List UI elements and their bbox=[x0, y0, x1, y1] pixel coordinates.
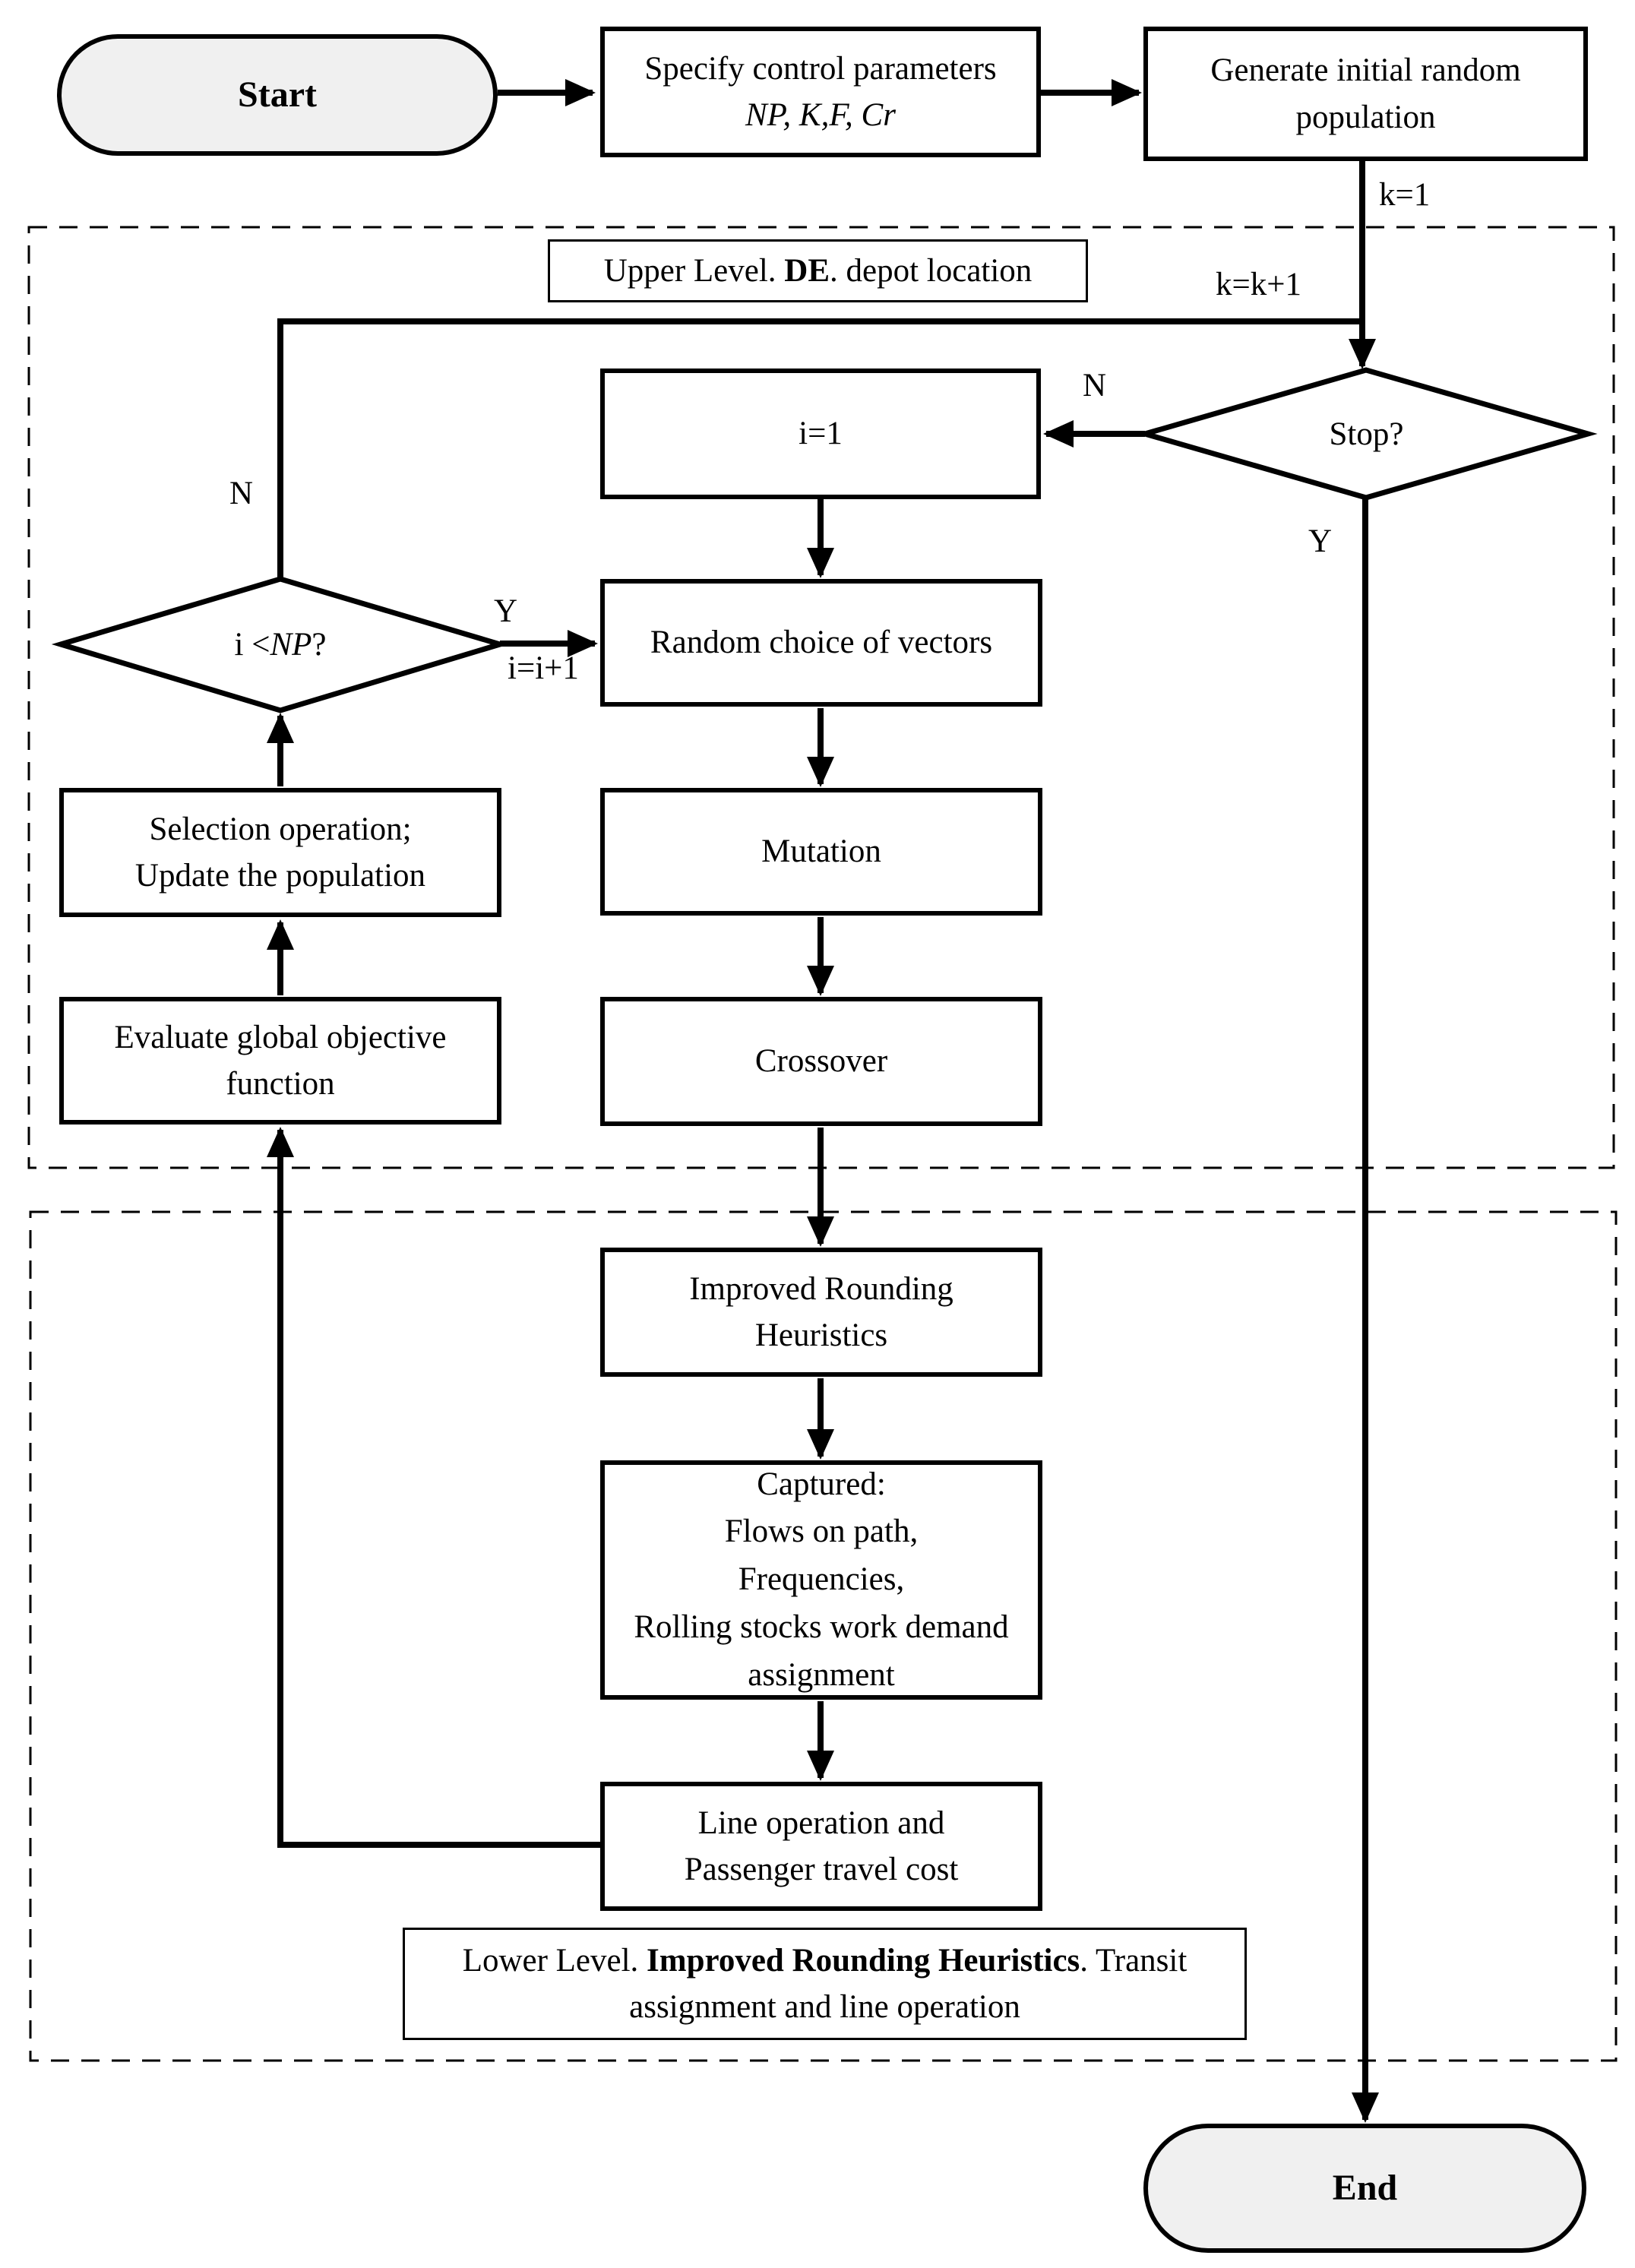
np-no-label: N bbox=[229, 476, 254, 511]
selection-node: Selection operation; Update the populati… bbox=[59, 788, 501, 917]
captured-node: Captured: Flows on path, Frequencies, Ro… bbox=[600, 1460, 1042, 1700]
i-np-post: ? bbox=[312, 627, 327, 663]
captured-label: Captured: Flows on path, Frequencies, Ro… bbox=[634, 1466, 1009, 1693]
lower-level-caption: Lower Level. Improved Rounding Heuristic… bbox=[403, 1928, 1247, 2040]
i-np-decision-label: i < NP ? bbox=[61, 579, 500, 710]
upper-level-caption-text: Upper Level. DE. depot location bbox=[603, 252, 1033, 289]
arrow-lineop-to-evaluate bbox=[267, 1127, 602, 1848]
stop-yes-label: Y bbox=[1308, 524, 1333, 559]
start-label: Start bbox=[238, 74, 317, 115]
stop-decision-diamond bbox=[1135, 367, 1598, 501]
np-yes-label: Y bbox=[494, 593, 518, 629]
k-init-label: k=1 bbox=[1379, 177, 1431, 213]
start-node: Start bbox=[57, 34, 498, 156]
lower-level-caption-text: Lower Level. Improved Rounding Heuristic… bbox=[462, 1942, 1188, 2025]
line-operation-label: Line operation and Passenger travel cost bbox=[684, 1805, 959, 1887]
upper-level-caption: Upper Level. DE. depot location bbox=[548, 239, 1088, 302]
i-init-label: i=1 bbox=[799, 416, 843, 452]
stop-no-label: N bbox=[1083, 368, 1107, 403]
i-np-pre: i < bbox=[234, 627, 270, 663]
random-choice-label: Random choice of vectors bbox=[650, 625, 993, 661]
evaluate-objective-node: Evaluate global objective function bbox=[59, 997, 501, 1125]
end-node: End bbox=[1143, 2124, 1586, 2253]
evaluate-objective-label: Evaluate global objective function bbox=[114, 1019, 447, 1102]
i-increment-label: i=i+1 bbox=[508, 650, 579, 686]
specify-parameters-line2: NP, K,F, Cr bbox=[745, 97, 896, 133]
k-increment-label: k=k+1 bbox=[1216, 267, 1302, 302]
random-choice-node: Random choice of vectors bbox=[600, 579, 1042, 707]
line-operation-node: Line operation and Passenger travel cost bbox=[600, 1782, 1042, 1911]
generate-population-label: Generate initial random population bbox=[1210, 52, 1521, 135]
loop-inp-no-to-stop bbox=[277, 318, 1362, 580]
specify-parameters-line1: Specify control parameters bbox=[644, 50, 997, 87]
stop-decision-label: Stop? bbox=[1329, 416, 1404, 452]
specify-parameters-node: Specify control parameters NP, K,F, Cr bbox=[600, 27, 1041, 157]
end-label: End bbox=[1332, 2167, 1398, 2208]
mutation-node: Mutation bbox=[600, 788, 1042, 916]
crossover-label: Crossover bbox=[754, 1043, 888, 1080]
improved-rounding-label: Improved Rounding Heuristics bbox=[689, 1270, 953, 1353]
crossover-node: Crossover bbox=[600, 997, 1042, 1126]
improved-rounding-node: Improved Rounding Heuristics bbox=[600, 1248, 1042, 1377]
i-init-node: i=1 bbox=[600, 369, 1041, 499]
mutation-label: Mutation bbox=[761, 833, 881, 870]
generate-population-node: Generate initial random population bbox=[1143, 27, 1588, 161]
i-np-var: NP bbox=[270, 627, 312, 663]
selection-label: Selection operation; Update the populati… bbox=[134, 811, 426, 894]
